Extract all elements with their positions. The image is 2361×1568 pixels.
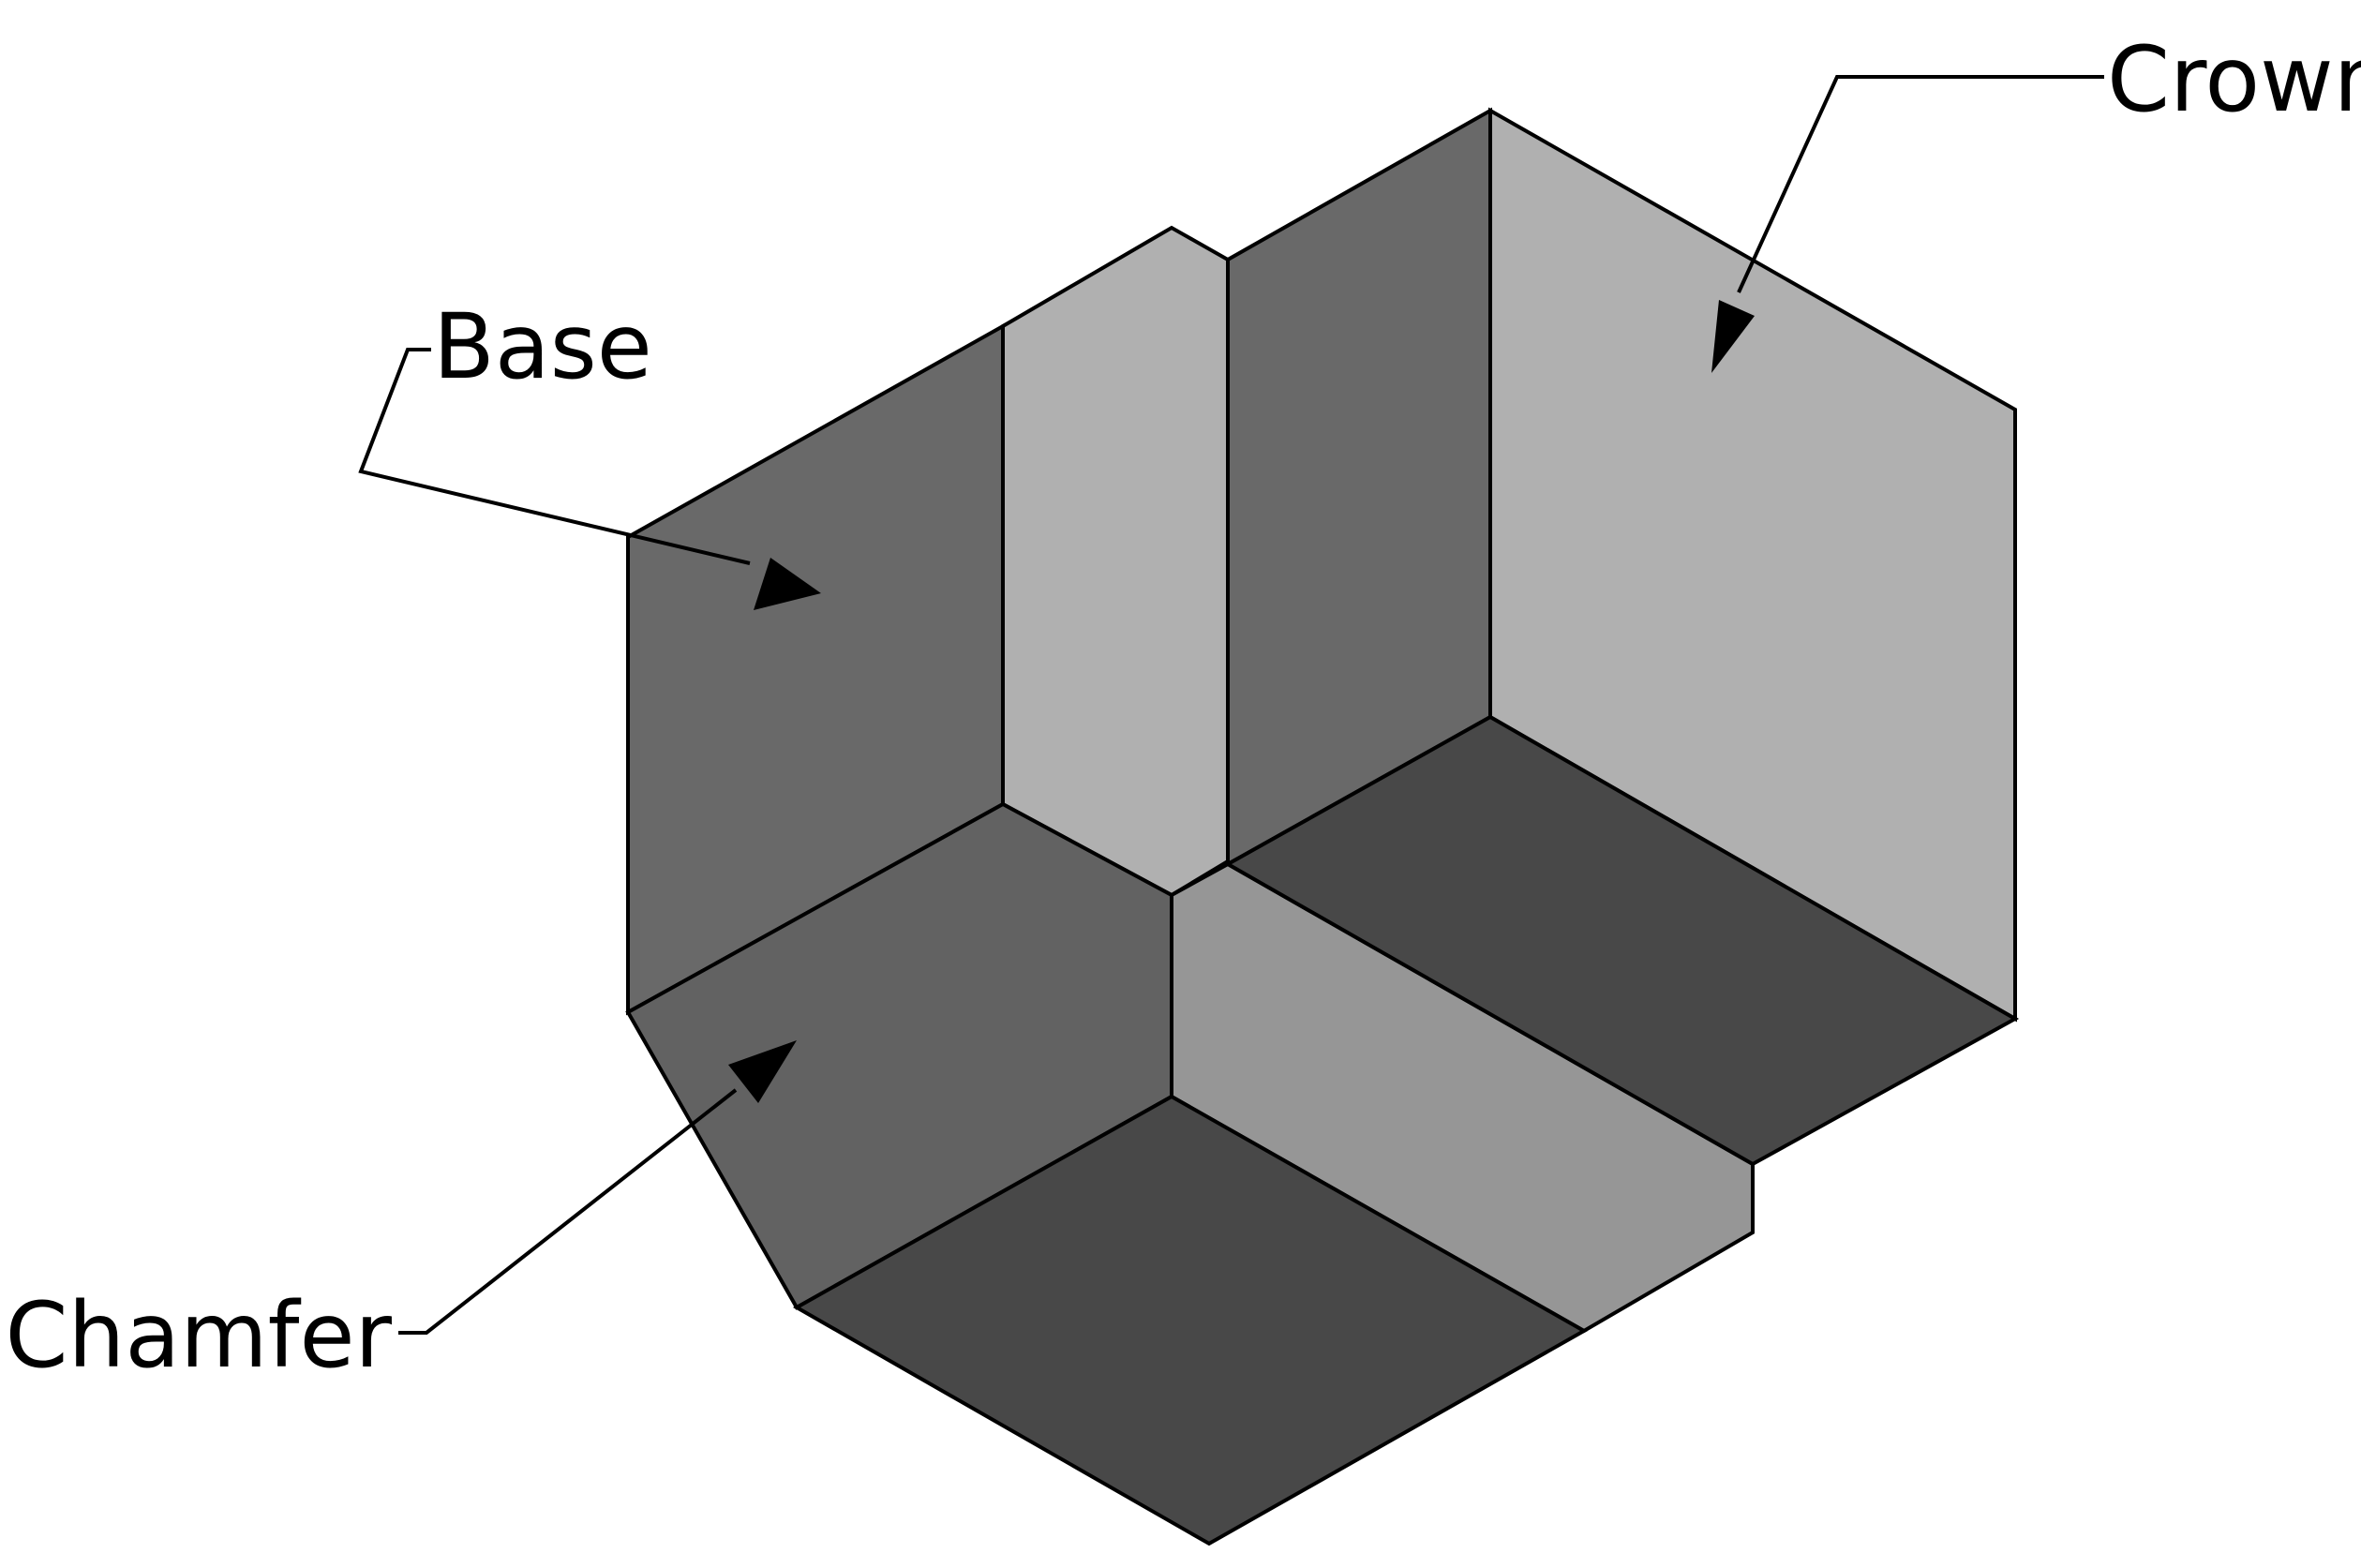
base-label: Base xyxy=(433,294,652,399)
crown-leader-line xyxy=(1737,75,2104,293)
inner-light-strip-face xyxy=(1001,225,1230,898)
right-bottom-dark-face xyxy=(1223,714,2020,1167)
bottom-dark-face xyxy=(792,1094,1589,1546)
base-callout: Base xyxy=(358,294,821,610)
chamfer-label: Chamfer xyxy=(5,1283,392,1388)
base-arrowhead xyxy=(754,558,821,610)
chamfer-leader-line xyxy=(398,1088,738,1335)
base-leader-line xyxy=(358,348,751,565)
crown-callout: Crown xyxy=(1711,27,2361,373)
molding-solid xyxy=(625,107,2020,1546)
chamfer-arrowhead xyxy=(728,1040,797,1103)
crown-arrowhead xyxy=(1711,300,1755,373)
crown-label: Crown xyxy=(2107,27,2361,132)
chamfer-callout: Chamfer xyxy=(5,1040,797,1388)
